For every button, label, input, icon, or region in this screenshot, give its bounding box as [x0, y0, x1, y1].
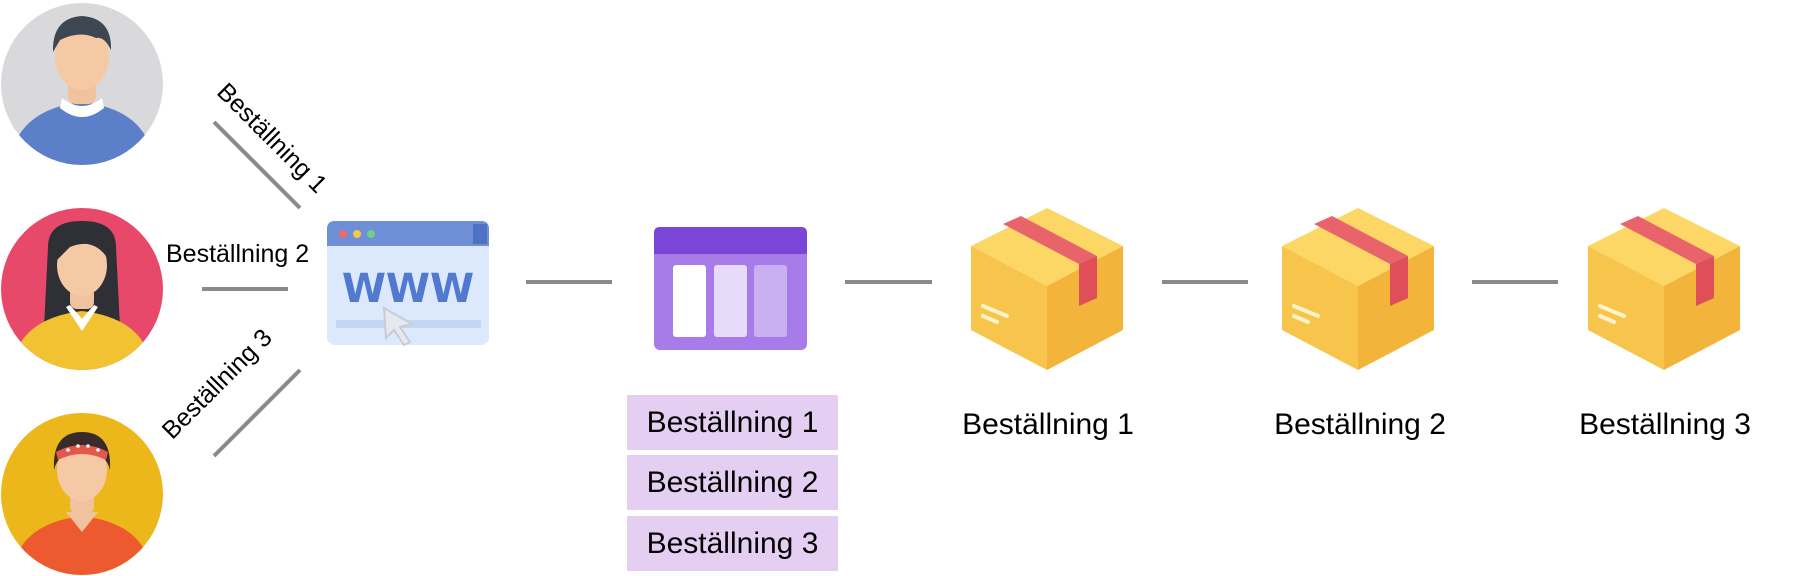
queue-item-1: Beställning 1: [627, 395, 838, 450]
order-label-customer-2: Beställning 2: [166, 240, 310, 268]
package-label-2: Beställning 2: [1274, 408, 1446, 441]
queue-board-icon: [654, 227, 807, 350]
package-label-1: Beställning 1: [962, 408, 1134, 441]
svg-text:WWW: WWW: [342, 266, 474, 312]
connector-customer3-web: [212, 368, 302, 458]
package-1: [967, 206, 1127, 372]
website: WWW: [326, 220, 491, 350]
woman-avatar-icon: [1, 208, 163, 370]
package-3: [1584, 206, 1744, 372]
queue-item-2: Beställning 2: [627, 455, 838, 510]
customer-2: [0, 207, 164, 371]
package-label-3: Beställning 3: [1579, 408, 1751, 441]
www-browser-icon: WWW: [327, 221, 489, 347]
woman-headband-avatar-icon: [1, 413, 163, 575]
cardboard-box-icon: [1588, 208, 1740, 370]
connector-customer1-web: [212, 120, 302, 210]
customer-3: [0, 412, 164, 576]
queue-board: [653, 226, 808, 351]
package-2: [1278, 206, 1438, 372]
queue-item-3: Beställning 3: [627, 516, 838, 571]
customer-1: [0, 2, 164, 166]
cardboard-box-icon: [1282, 208, 1434, 370]
man-avatar-icon: [1, 3, 163, 165]
cardboard-box-icon: [971, 208, 1123, 370]
